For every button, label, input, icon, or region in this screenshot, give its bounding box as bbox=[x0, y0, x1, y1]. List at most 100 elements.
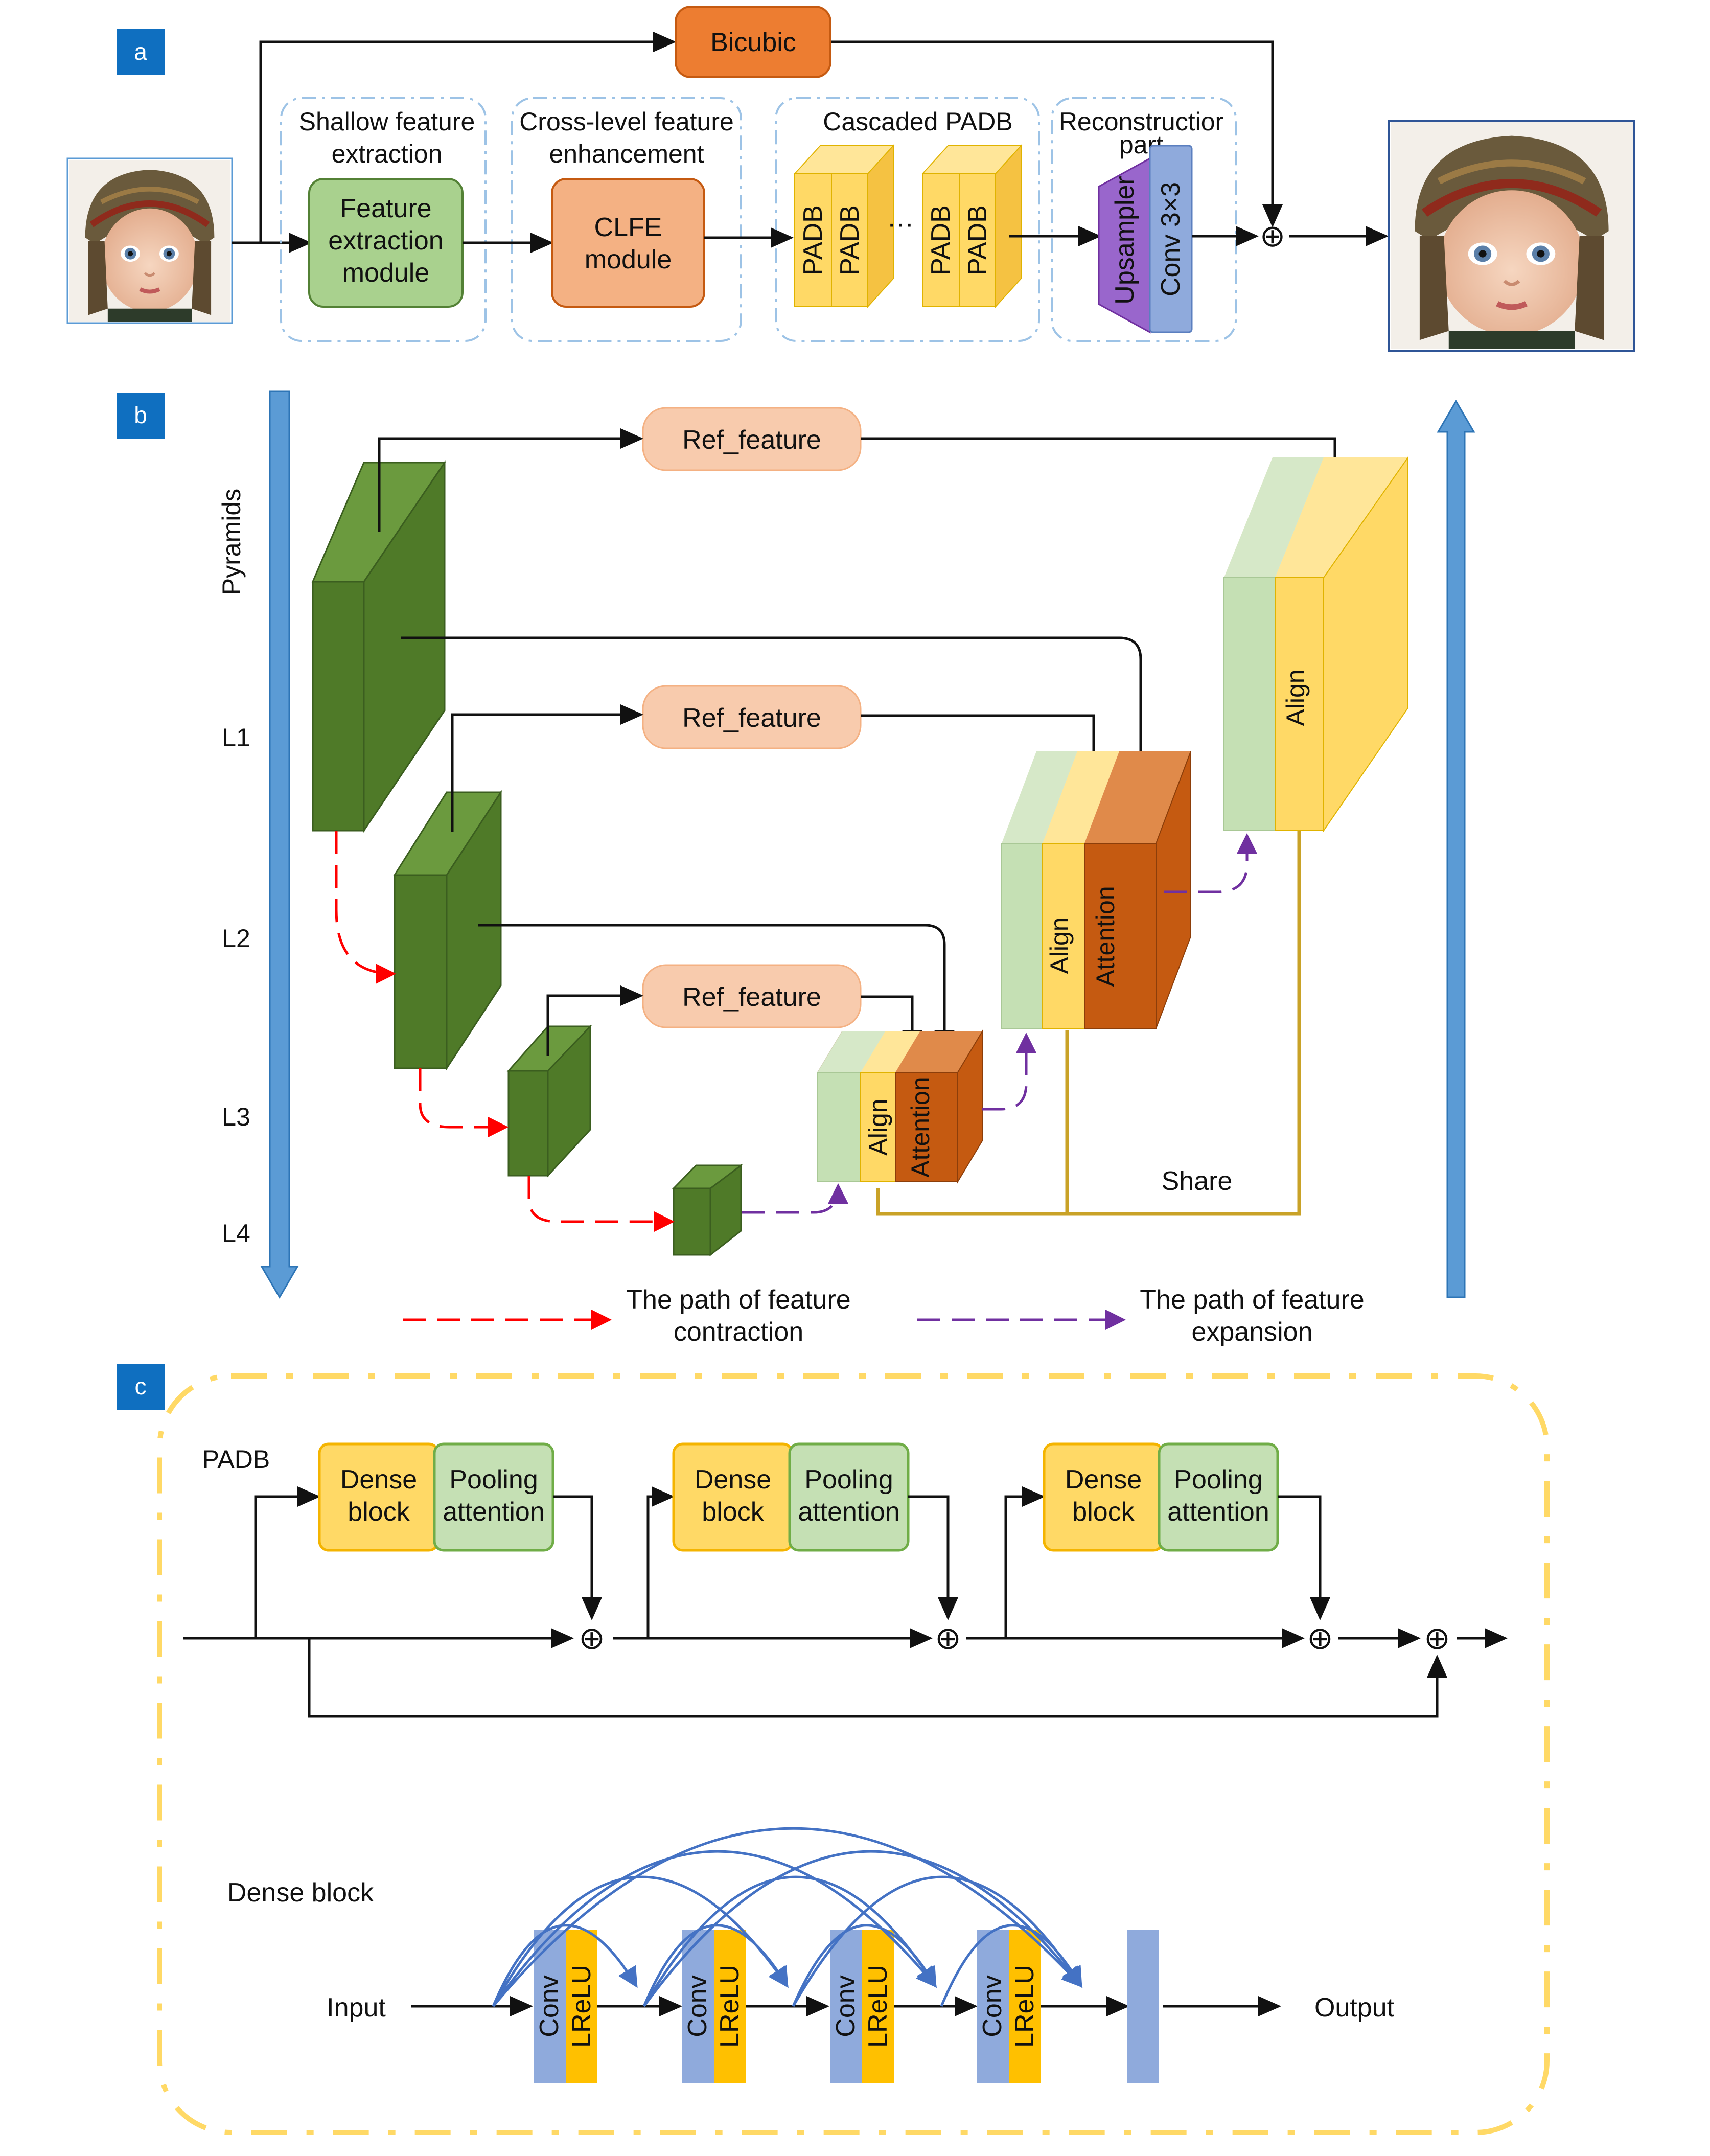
pooling-attention-line2: attention bbox=[1167, 1497, 1269, 1527]
add-circle-icon: ⊕ bbox=[1307, 1621, 1333, 1656]
conv-lrelu-unit: Conv LReLU bbox=[977, 1930, 1041, 2083]
clfe-line1: CLFE bbox=[594, 213, 662, 242]
legend-contraction-text-2: contraction bbox=[674, 1317, 803, 1347]
arrow-l2-to-attention-l3 bbox=[478, 924, 955, 1053]
contraction-path-l1-l2 bbox=[335, 831, 396, 984]
upsampler-label: Upsampler bbox=[1110, 176, 1140, 304]
conv-lrelu-unit: Conv LReLU bbox=[682, 1930, 746, 2083]
ref-feature-label: Ref_feature bbox=[682, 425, 821, 455]
panel-a: a Bicubic Shallow feature extraction Cro… bbox=[67, 6, 1634, 351]
padb-label: PADB bbox=[963, 205, 992, 276]
pyramid-block-l3 bbox=[506, 1024, 592, 1178]
stage3-title: Cascaded PADB bbox=[823, 107, 1012, 136]
contraction-path-l3-l4 bbox=[527, 1176, 675, 1232]
panel-b-tag bbox=[117, 393, 165, 439]
conv-label: Conv bbox=[683, 1975, 712, 2037]
dense-block-line2: block bbox=[348, 1497, 410, 1527]
add-circle-icon: ⊕ bbox=[579, 1621, 605, 1656]
pyramid-block-l2 bbox=[393, 789, 502, 1071]
attention-label: Attention bbox=[906, 1076, 935, 1177]
arrow-l1-to-attention-l2 bbox=[401, 636, 1151, 797]
pooling-attention-line1: Pooling bbox=[449, 1465, 538, 1495]
expansion-path-l3-l2 bbox=[982, 1033, 1036, 1111]
dense-block-line2: block bbox=[702, 1497, 764, 1527]
dense-block-title: Dense block bbox=[227, 1878, 374, 1908]
feature-module-line2: extraction bbox=[328, 226, 443, 256]
panel-b: b Pyramids L1 L2 L3 L4 bbox=[117, 390, 1475, 1347]
dense-skip-arcs bbox=[492, 1827, 1083, 2007]
pooling-attention-line1: Pooling bbox=[804, 1465, 893, 1495]
pyramids-label: Pyramids bbox=[217, 489, 246, 595]
input-label: Input bbox=[327, 1993, 386, 2023]
arrow-l2-to-ref-mid bbox=[451, 704, 643, 832]
lrelu-label: LReLU bbox=[863, 1965, 893, 2048]
share-label: Share bbox=[1162, 1166, 1233, 1196]
arrow-l3-to-ref-low bbox=[546, 985, 643, 1056]
padb-skip-3 bbox=[1004, 1486, 1045, 1638]
legend-contraction-text-1: The path of feature bbox=[626, 1285, 850, 1315]
stage-shallow-frame bbox=[280, 97, 487, 342]
pyramid-down-arrow bbox=[260, 390, 299, 1299]
dense-block-line1: Dense bbox=[695, 1465, 771, 1495]
lrelu-label: LReLU bbox=[715, 1965, 745, 2048]
conv-lrelu-unit: Conv LReLU bbox=[534, 1930, 597, 2083]
level-label: L2 bbox=[222, 924, 250, 953]
padb-out-1 bbox=[553, 1495, 602, 1620]
align-label: Align bbox=[864, 1098, 892, 1155]
padb-skip-1 bbox=[254, 1486, 320, 1638]
align-attention-block-l3: Align Attention bbox=[817, 1029, 983, 1184]
align-attention-block-l2: Align Attention bbox=[1001, 751, 1191, 1029]
output-label: Output bbox=[1314, 1993, 1395, 2023]
expansion-path-l4-l3 bbox=[742, 1183, 848, 1214]
panel-c-frame bbox=[157, 1373, 1550, 2135]
padb-long-residual bbox=[308, 1638, 1447, 1718]
arrow-to-bicubic bbox=[259, 32, 676, 243]
panel-b-label: b bbox=[134, 402, 147, 428]
stage-recon-frame bbox=[1051, 97, 1237, 342]
arrow-l1-to-ref-top bbox=[378, 428, 643, 532]
conv3x3-label: Conv 3×3 bbox=[1156, 182, 1186, 296]
panel-c-tag bbox=[117, 1364, 165, 1410]
stage4-title-1: Reconstructior bbox=[1059, 107, 1223, 136]
panel-a-tag bbox=[117, 29, 165, 75]
input-face-photo bbox=[67, 158, 232, 323]
panel-c-label: c bbox=[135, 1373, 147, 1400]
stage2-title-1: Cross-level feature bbox=[519, 107, 734, 136]
ref-feature-label: Ref_feature bbox=[682, 982, 821, 1012]
attention-label: Attention bbox=[1091, 886, 1120, 987]
add-circle-icon: ⊕ bbox=[935, 1621, 961, 1656]
feature-module-line3: module bbox=[342, 258, 430, 288]
padb-out-3 bbox=[1278, 1495, 1330, 1620]
legend-expansion-text-1: The path of feature bbox=[1140, 1285, 1364, 1315]
ref-feature-label: Ref_feature bbox=[682, 703, 821, 733]
arrow-bicubic-to-add bbox=[830, 40, 1283, 227]
dense-concat-block bbox=[1127, 1930, 1159, 2083]
level-label: L3 bbox=[222, 1103, 250, 1131]
padb-skip-2 bbox=[646, 1486, 675, 1638]
align-label: Align bbox=[1281, 669, 1310, 726]
stage1-title-1: Shallow feature bbox=[299, 107, 475, 136]
align-label: Align bbox=[1045, 917, 1074, 974]
pooling-attention-line2: attention bbox=[443, 1497, 545, 1527]
stage2-title-2: enhancement bbox=[549, 140, 704, 168]
upsampler-block bbox=[1098, 157, 1151, 334]
pyramid-block-l4 bbox=[672, 1164, 743, 1257]
padb-title: PADB bbox=[202, 1445, 270, 1474]
output-face-photo bbox=[1389, 121, 1634, 351]
panel-a-label: a bbox=[134, 38, 147, 65]
lrelu-label: LReLU bbox=[567, 1965, 596, 2048]
conv3x3-block bbox=[1149, 145, 1193, 333]
dense-block-line1: Dense bbox=[340, 1465, 417, 1495]
padb-out-2 bbox=[908, 1495, 958, 1620]
conv-label: Conv bbox=[831, 1975, 861, 2037]
conv-lrelu-unit: Conv LReLU bbox=[830, 1930, 894, 2083]
align-block-l1: Align bbox=[1223, 455, 1408, 833]
padb-group-1: PADB PADB bbox=[793, 144, 895, 308]
lrelu-label: LReLU bbox=[1010, 1965, 1039, 2048]
bicubic-box bbox=[675, 6, 831, 78]
dense-block-line2: block bbox=[1072, 1497, 1135, 1527]
clfe-line2: module bbox=[585, 245, 672, 274]
feature-module-line1: Feature bbox=[340, 194, 431, 223]
